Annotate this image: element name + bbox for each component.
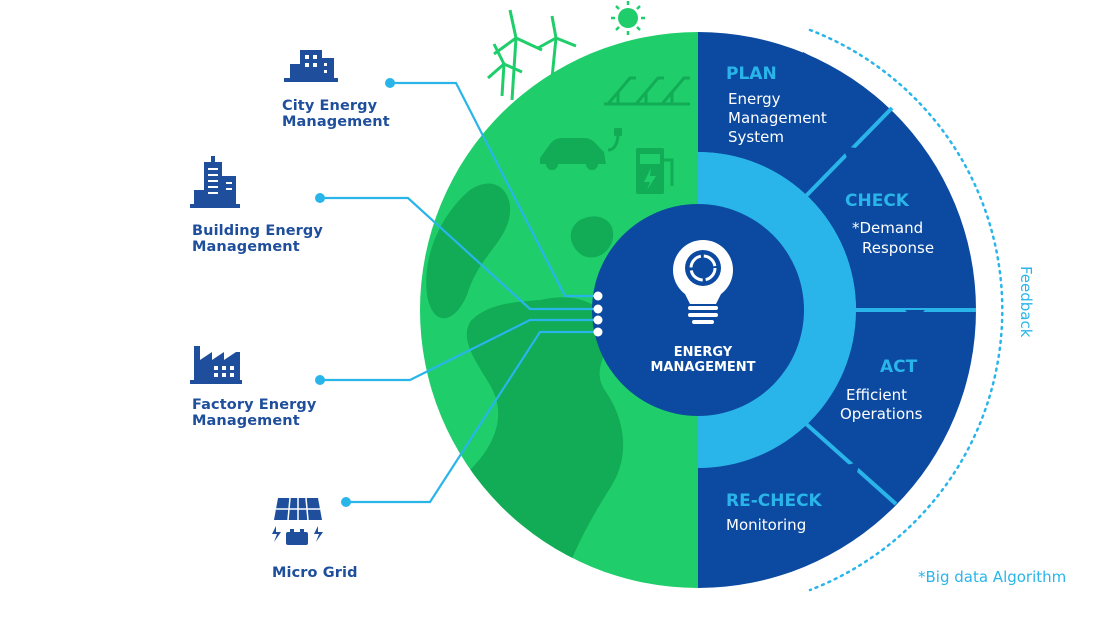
wind-turbines-icon	[487, 9, 577, 101]
cycle-arrow-notches	[803, 52, 925, 476]
connector-dots	[315, 78, 395, 507]
factory-energy-label-line2: Management	[192, 413, 300, 429]
check-line-2: Response	[862, 239, 934, 257]
footnote: *Big data Algorithm	[918, 568, 1066, 586]
city-energy-label: City Energy Management	[282, 98, 390, 130]
act-line-2: Operations	[840, 405, 923, 423]
center-title-line1: ENERGY	[674, 345, 733, 360]
feedback-arc	[808, 28, 1004, 592]
electric-car-icon	[540, 128, 622, 170]
city-energy-label-line2: Management	[282, 114, 390, 130]
factory-energy-label-line1: Factory Energy	[192, 397, 317, 413]
center-ports	[593, 291, 603, 337]
plan-line-1: Energy	[728, 90, 781, 108]
city-icon	[284, 50, 338, 82]
building-energy-label-line2: Management	[192, 239, 300, 255]
plan-line-3: System	[728, 128, 784, 146]
factory-energy-label: Factory Energy Management	[192, 397, 316, 429]
act-line-1: Efficient	[846, 386, 907, 404]
building-icon	[190, 156, 240, 208]
lightbulb-icon	[673, 240, 733, 324]
sun-icon	[611, 1, 645, 35]
plan-line-2: Management	[728, 109, 827, 127]
act-title: ACT	[880, 357, 918, 377]
micro-grid-label: Micro Grid	[272, 565, 358, 581]
solar-panels-icon	[604, 76, 690, 106]
center-title-line2: MANAGEMENT	[650, 360, 755, 375]
factory-icon	[190, 346, 242, 384]
building-energy-label-line1: Building Energy	[192, 223, 323, 239]
check-line-1: *Demand	[852, 219, 923, 237]
city-energy-label-line1: City Energy	[282, 98, 378, 114]
check-title: CHECK	[845, 191, 910, 211]
building-energy-label: Building Energy Management	[192, 223, 323, 255]
connector-lines	[320, 81, 598, 504]
charging-station-icon	[636, 148, 674, 194]
plan-title: PLAN	[726, 64, 777, 84]
micro-grid-label-line1: Micro Grid	[272, 565, 358, 581]
recheck-title: RE-CHECK	[726, 491, 823, 511]
solar-panel-battery-icon	[272, 497, 323, 545]
feedback-label: Feedback	[1017, 266, 1035, 338]
recheck-line-1: Monitoring	[726, 516, 806, 534]
